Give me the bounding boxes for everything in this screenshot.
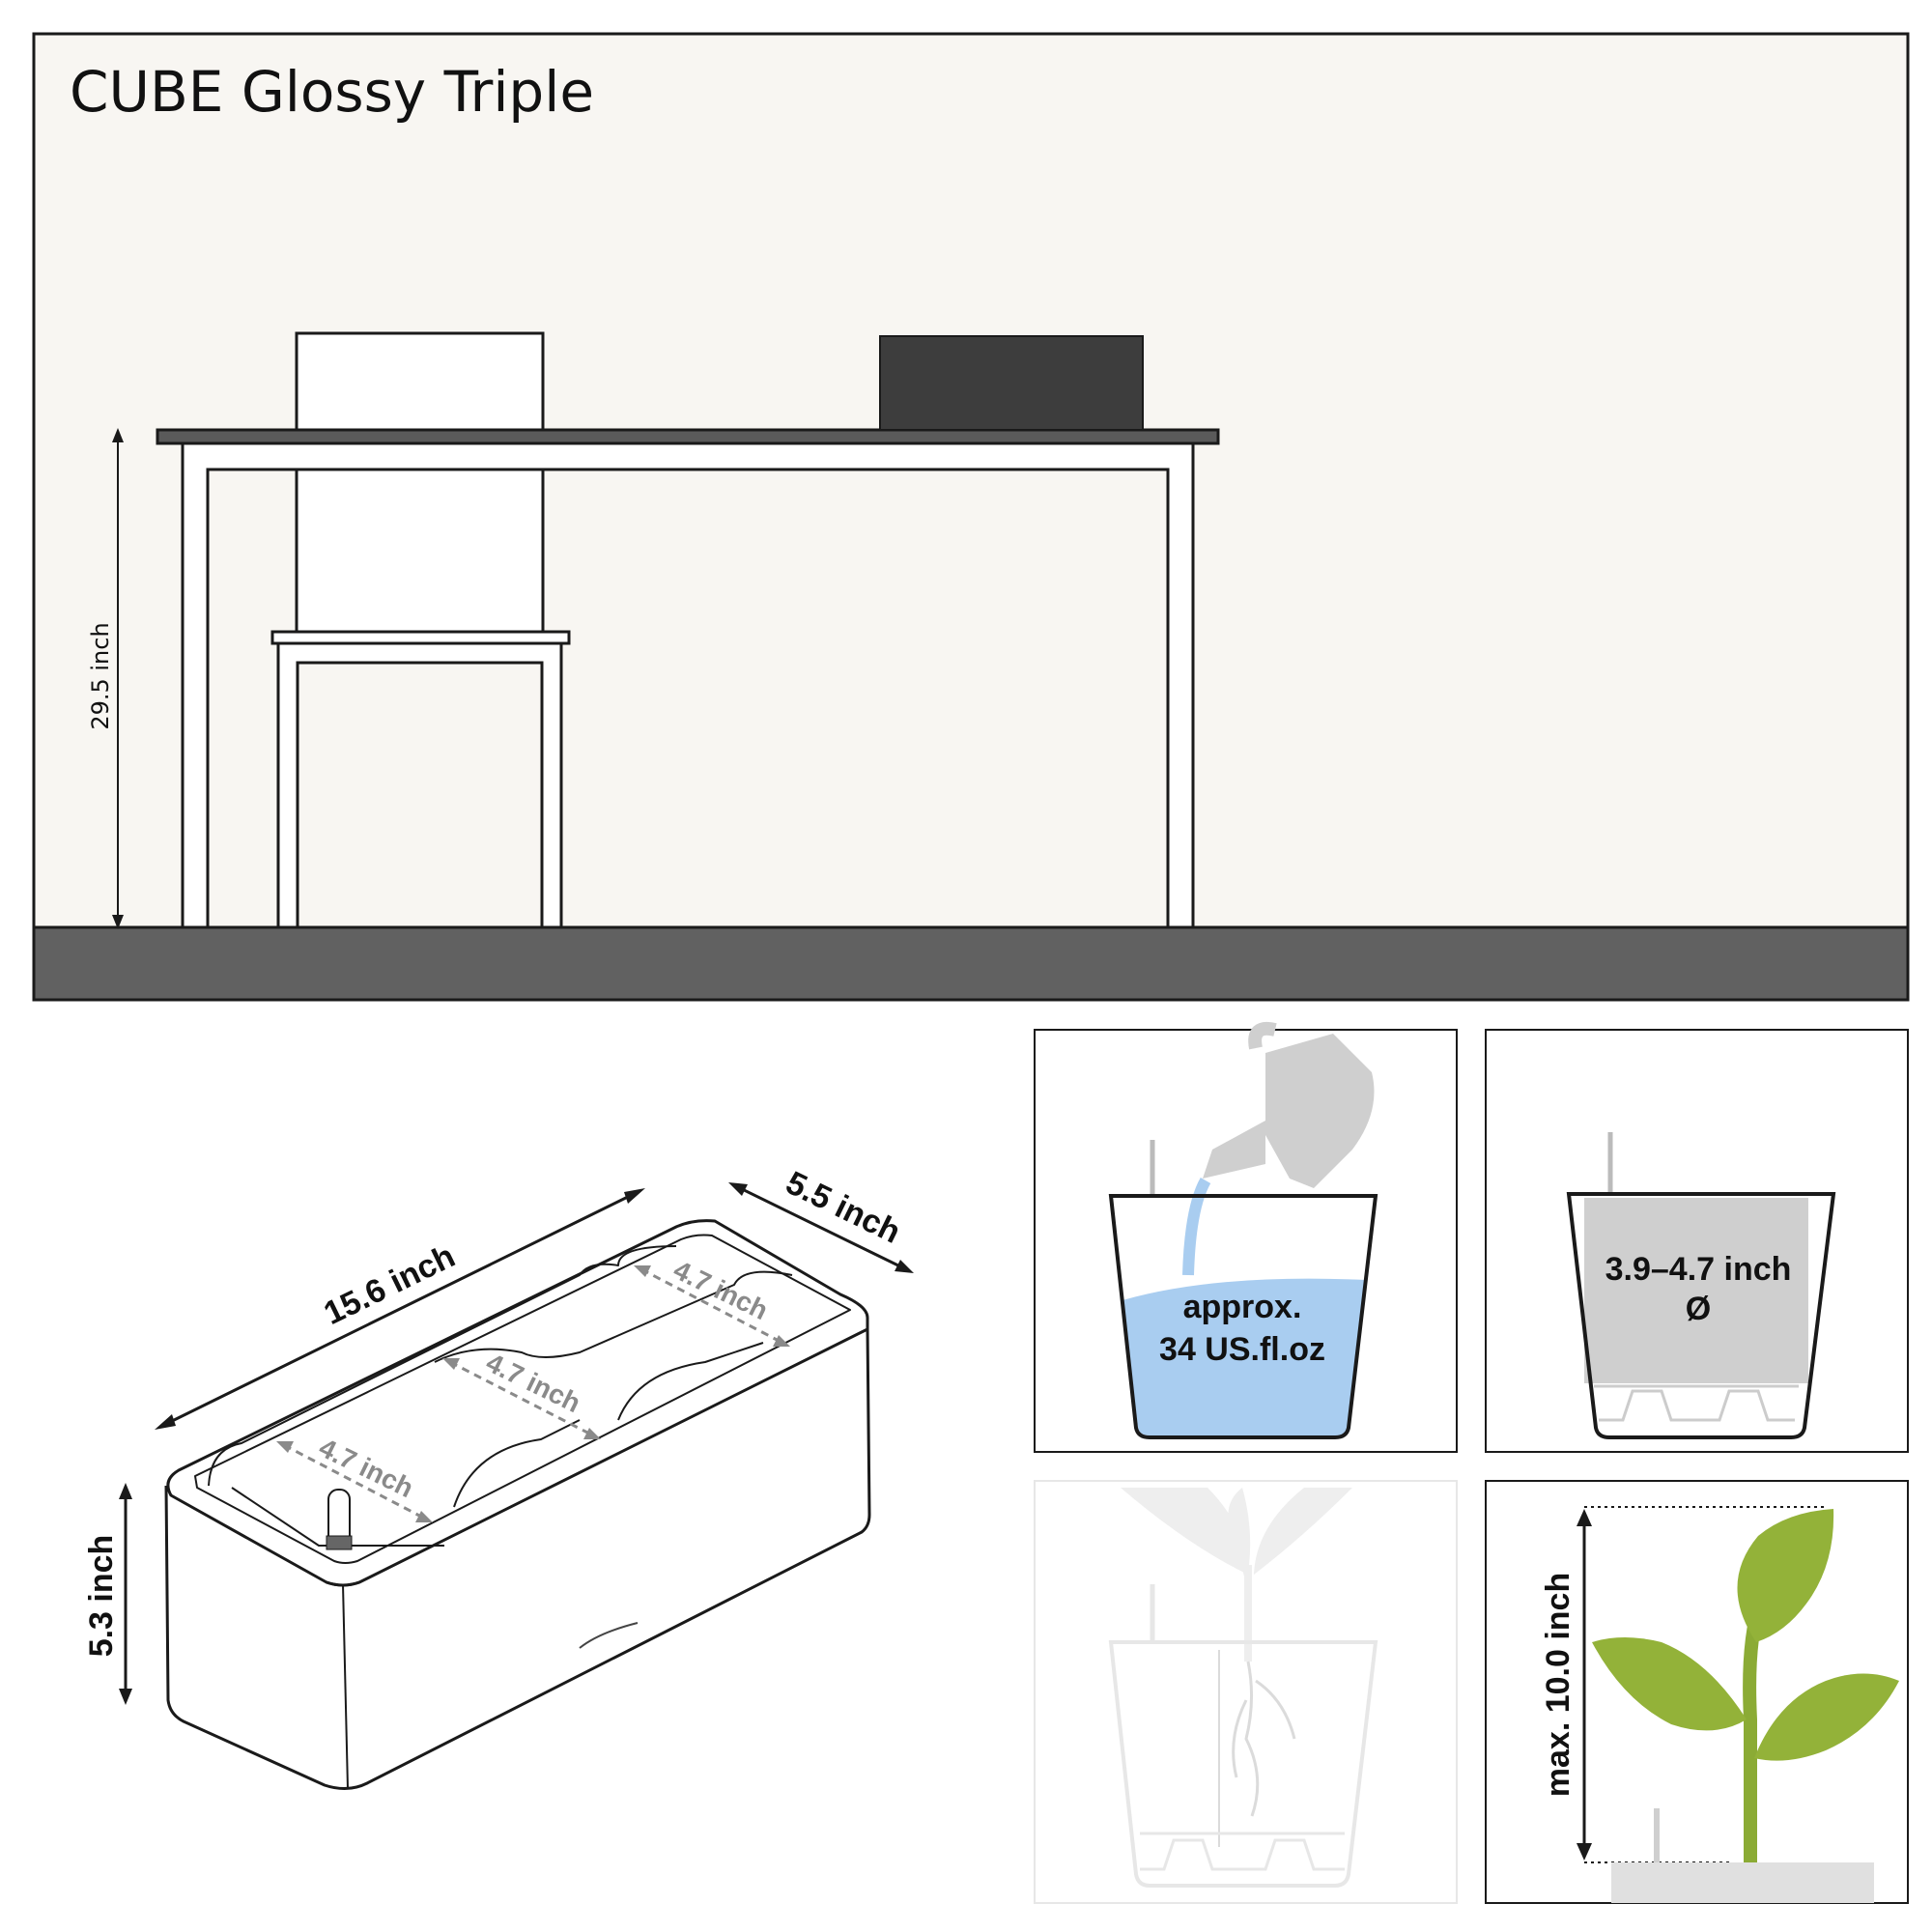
reservoir-base: [1594, 1384, 1799, 1422]
insert-dimension-2: 4.7 inch: [442, 1348, 601, 1439]
inner-pot-fill: [1584, 1198, 1808, 1383]
pot-outline: [1108, 1194, 1378, 1439]
table-height-label: 29.5 inch: [87, 622, 114, 729]
insert-3-label: 4.7 inch: [669, 1255, 773, 1326]
plant-height-label: max. 10.0 inch: [1540, 1573, 1577, 1797]
water-level-indicator: [326, 1489, 353, 1550]
panel-water-capacity: approx. 34 US.fl.oz: [1034, 1021, 1458, 1453]
room-floor: [32, 925, 1910, 1002]
table-height-dimension: 29.5 inch: [87, 428, 124, 929]
depth-dimension: 5.5 inch: [728, 1164, 914, 1273]
leaf-top: [1737, 1509, 1834, 1642]
leaf-left: [1592, 1637, 1747, 1731]
panel-plant-height: max. 10.0 inch: [1485, 1480, 1909, 1904]
insert-dimension-1: 4.7 inch: [276, 1433, 433, 1522]
product-title: CUBE Glossy Triple: [70, 59, 594, 125]
table: [156, 428, 1220, 929]
water-fill: [1122, 1278, 1366, 1435]
panel-pot-diameter: 3.9–4.7 inch Ø: [1485, 1029, 1909, 1453]
pot-outline-2: [1566, 1192, 1836, 1439]
length-label: 15.6 inch: [318, 1237, 460, 1332]
planter-drawing: 15.6 inch 5.5 inch 5.3 inch 4.7 inch: [83, 1164, 914, 1790]
height-dimension: 5.3 inch: [83, 1483, 132, 1705]
water-stream: [1182, 1178, 1211, 1276]
room-scene: CUBE Glossy Triple 29.5 inch: [32, 32, 1910, 1002]
planter-on-table: [879, 335, 1144, 431]
pot-outline-3: [1108, 1640, 1378, 1888]
leaf-right: [1754, 1673, 1899, 1761]
panel-root-growth: [1034, 1480, 1458, 1904]
pot-diameter-line1: 3.9–4.7 inch: [1605, 1251, 1792, 1288]
planter-rim: [166, 1219, 869, 1587]
water-capacity-line2: 34 US.fl.oz: [1159, 1331, 1325, 1368]
plant-icon: [1592, 1509, 1899, 1862]
roots: [1232, 1661, 1296, 1817]
table-top: [156, 428, 1220, 445]
pot-diameter-line2: Ø: [1686, 1291, 1711, 1327]
plant-height-dimension: max. 10.0 inch: [1540, 1509, 1592, 1861]
watering-can-icon: [1203, 1021, 1375, 1188]
height-label: 5.3 inch: [83, 1535, 120, 1658]
faded-plant-icon: [1121, 1488, 1352, 1584]
insert-2-label: 4.7 inch: [482, 1348, 585, 1419]
pot-rim: [1611, 1862, 1874, 1903]
planter-body: [164, 1328, 871, 1790]
water-capacity-line1: approx.: [1183, 1289, 1302, 1325]
brand-logo: [579, 1622, 639, 1649]
insert-dimension-3: 4.7 inch: [634, 1255, 790, 1347]
